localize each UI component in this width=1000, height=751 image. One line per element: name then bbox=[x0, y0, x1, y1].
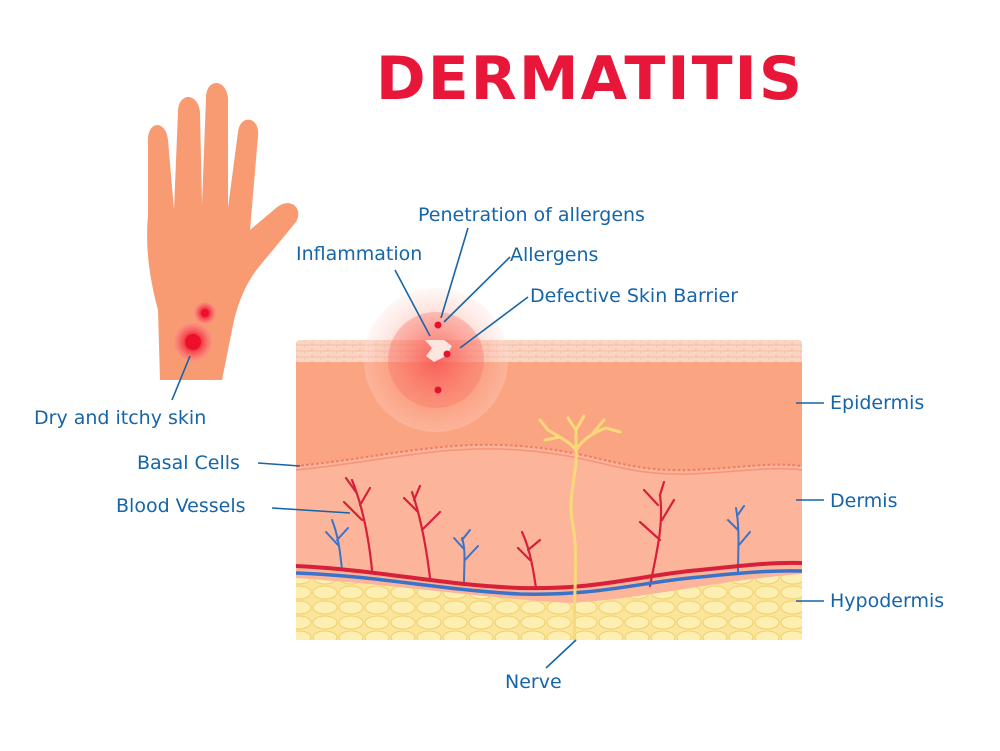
label-epidermis: Epidermis bbox=[830, 392, 925, 414]
label-penetration: Penetration of allergens bbox=[418, 204, 645, 226]
capillaries-red bbox=[342, 476, 676, 590]
label-dry-itchy: Dry and itchy skin bbox=[34, 407, 207, 429]
label-basal-cells: Basal Cells bbox=[137, 452, 240, 474]
skin-cross-section bbox=[295, 288, 803, 642]
hand-illustration bbox=[147, 83, 299, 380]
hypodermis-layer bbox=[296, 574, 802, 640]
label-inflammation: Inflammation bbox=[296, 243, 423, 265]
leader-lines bbox=[171, 227, 824, 669]
label-defective-barrier: Defective Skin Barrier bbox=[530, 285, 739, 307]
allergen-particles bbox=[434, 321, 451, 394]
leader-blood-vessels bbox=[271, 507, 351, 514]
label-hypodermis: Hypodermis bbox=[830, 590, 945, 612]
leader-penetration bbox=[440, 227, 469, 319]
leader-defective-barrier bbox=[459, 296, 529, 349]
nerve-fiber bbox=[538, 414, 622, 642]
label-allergens: Allergens bbox=[510, 244, 599, 266]
dermis-layer bbox=[296, 444, 802, 603]
leader-inflammation bbox=[394, 269, 431, 337]
leader-basal-cells bbox=[257, 462, 301, 467]
vein-main bbox=[295, 569, 803, 596]
hand-shape bbox=[147, 83, 299, 380]
label-blood-vessels: Blood Vessels bbox=[116, 495, 246, 517]
leader-allergens bbox=[443, 256, 511, 323]
label-nerve: Nerve bbox=[505, 671, 562, 693]
capillaries-blue bbox=[325, 505, 751, 583]
leader-nerve bbox=[545, 639, 577, 669]
basal-cell-line bbox=[295, 443, 803, 472]
label-dermis: Dermis bbox=[830, 490, 898, 512]
skin-barrier-gap bbox=[425, 340, 452, 362]
leader-dry-itchy bbox=[171, 355, 191, 401]
artery-main bbox=[295, 560, 803, 591]
page-title: DERMATITIS bbox=[375, 44, 805, 114]
